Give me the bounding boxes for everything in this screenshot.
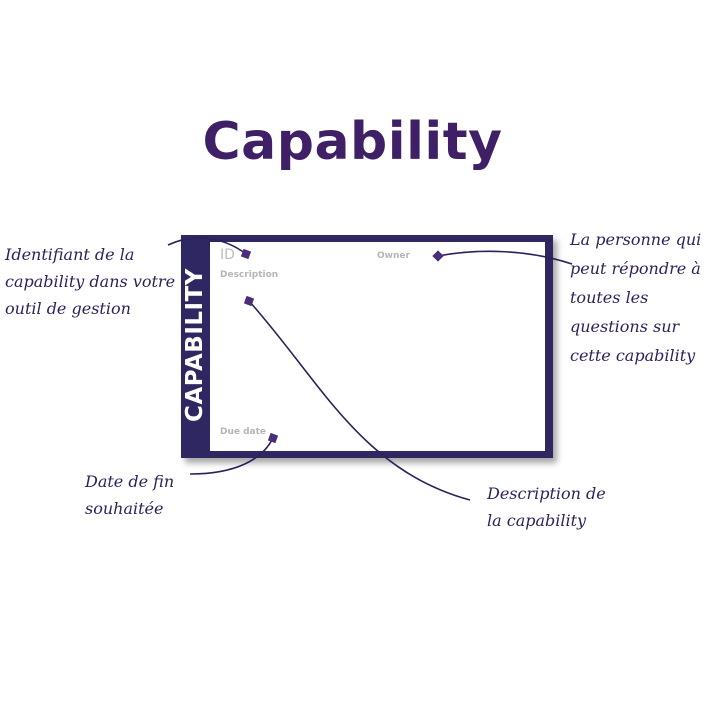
annotation-line: La personne qui xyxy=(570,230,702,249)
callout-line-due-date xyxy=(189,437,274,475)
annotation-line: souhaitée xyxy=(85,499,164,518)
card-body: ID Owner Description Due date xyxy=(210,242,545,451)
annotation-line: Identifiant de la xyxy=(5,245,135,264)
annotation-line: cette capability xyxy=(570,346,696,365)
callout-line-owner xyxy=(437,250,573,265)
annotation-line: Description de xyxy=(487,484,606,503)
marker-id-icon xyxy=(240,248,252,260)
annotation-line: questions sur xyxy=(570,317,680,336)
callout-line-id xyxy=(167,237,247,255)
marker-owner-icon xyxy=(432,250,444,262)
marker-due-date-icon xyxy=(267,432,279,444)
annotation-line: peut répondre à xyxy=(570,259,701,278)
annotation-id: Identifiant de la capability dans votre … xyxy=(5,241,175,322)
field-due-date-label: Due date xyxy=(220,427,267,437)
annotation-description: Description de la capability xyxy=(487,480,606,534)
annotation-line: outil de gestion xyxy=(5,299,131,318)
field-owner-label: Owner xyxy=(377,251,410,261)
page-title: Capability xyxy=(202,112,503,172)
annotation-owner: La personne qui peut répondre à toutes l… xyxy=(570,225,701,370)
capability-card: CAPABILITY ID Owner Description Due date xyxy=(181,235,553,458)
annotation-line: toutes les xyxy=(570,288,649,307)
annotation-due-date: Date de fin souhaitée xyxy=(85,468,174,522)
field-description-label: Description xyxy=(220,270,279,280)
field-id-label: ID xyxy=(220,247,235,263)
marker-description-icon xyxy=(243,295,255,307)
callout-line-description xyxy=(248,300,471,501)
annotation-line: la capability xyxy=(487,511,587,530)
annotation-line: Date de fin xyxy=(85,472,175,491)
annotation-line: capability dans votre xyxy=(5,272,176,291)
